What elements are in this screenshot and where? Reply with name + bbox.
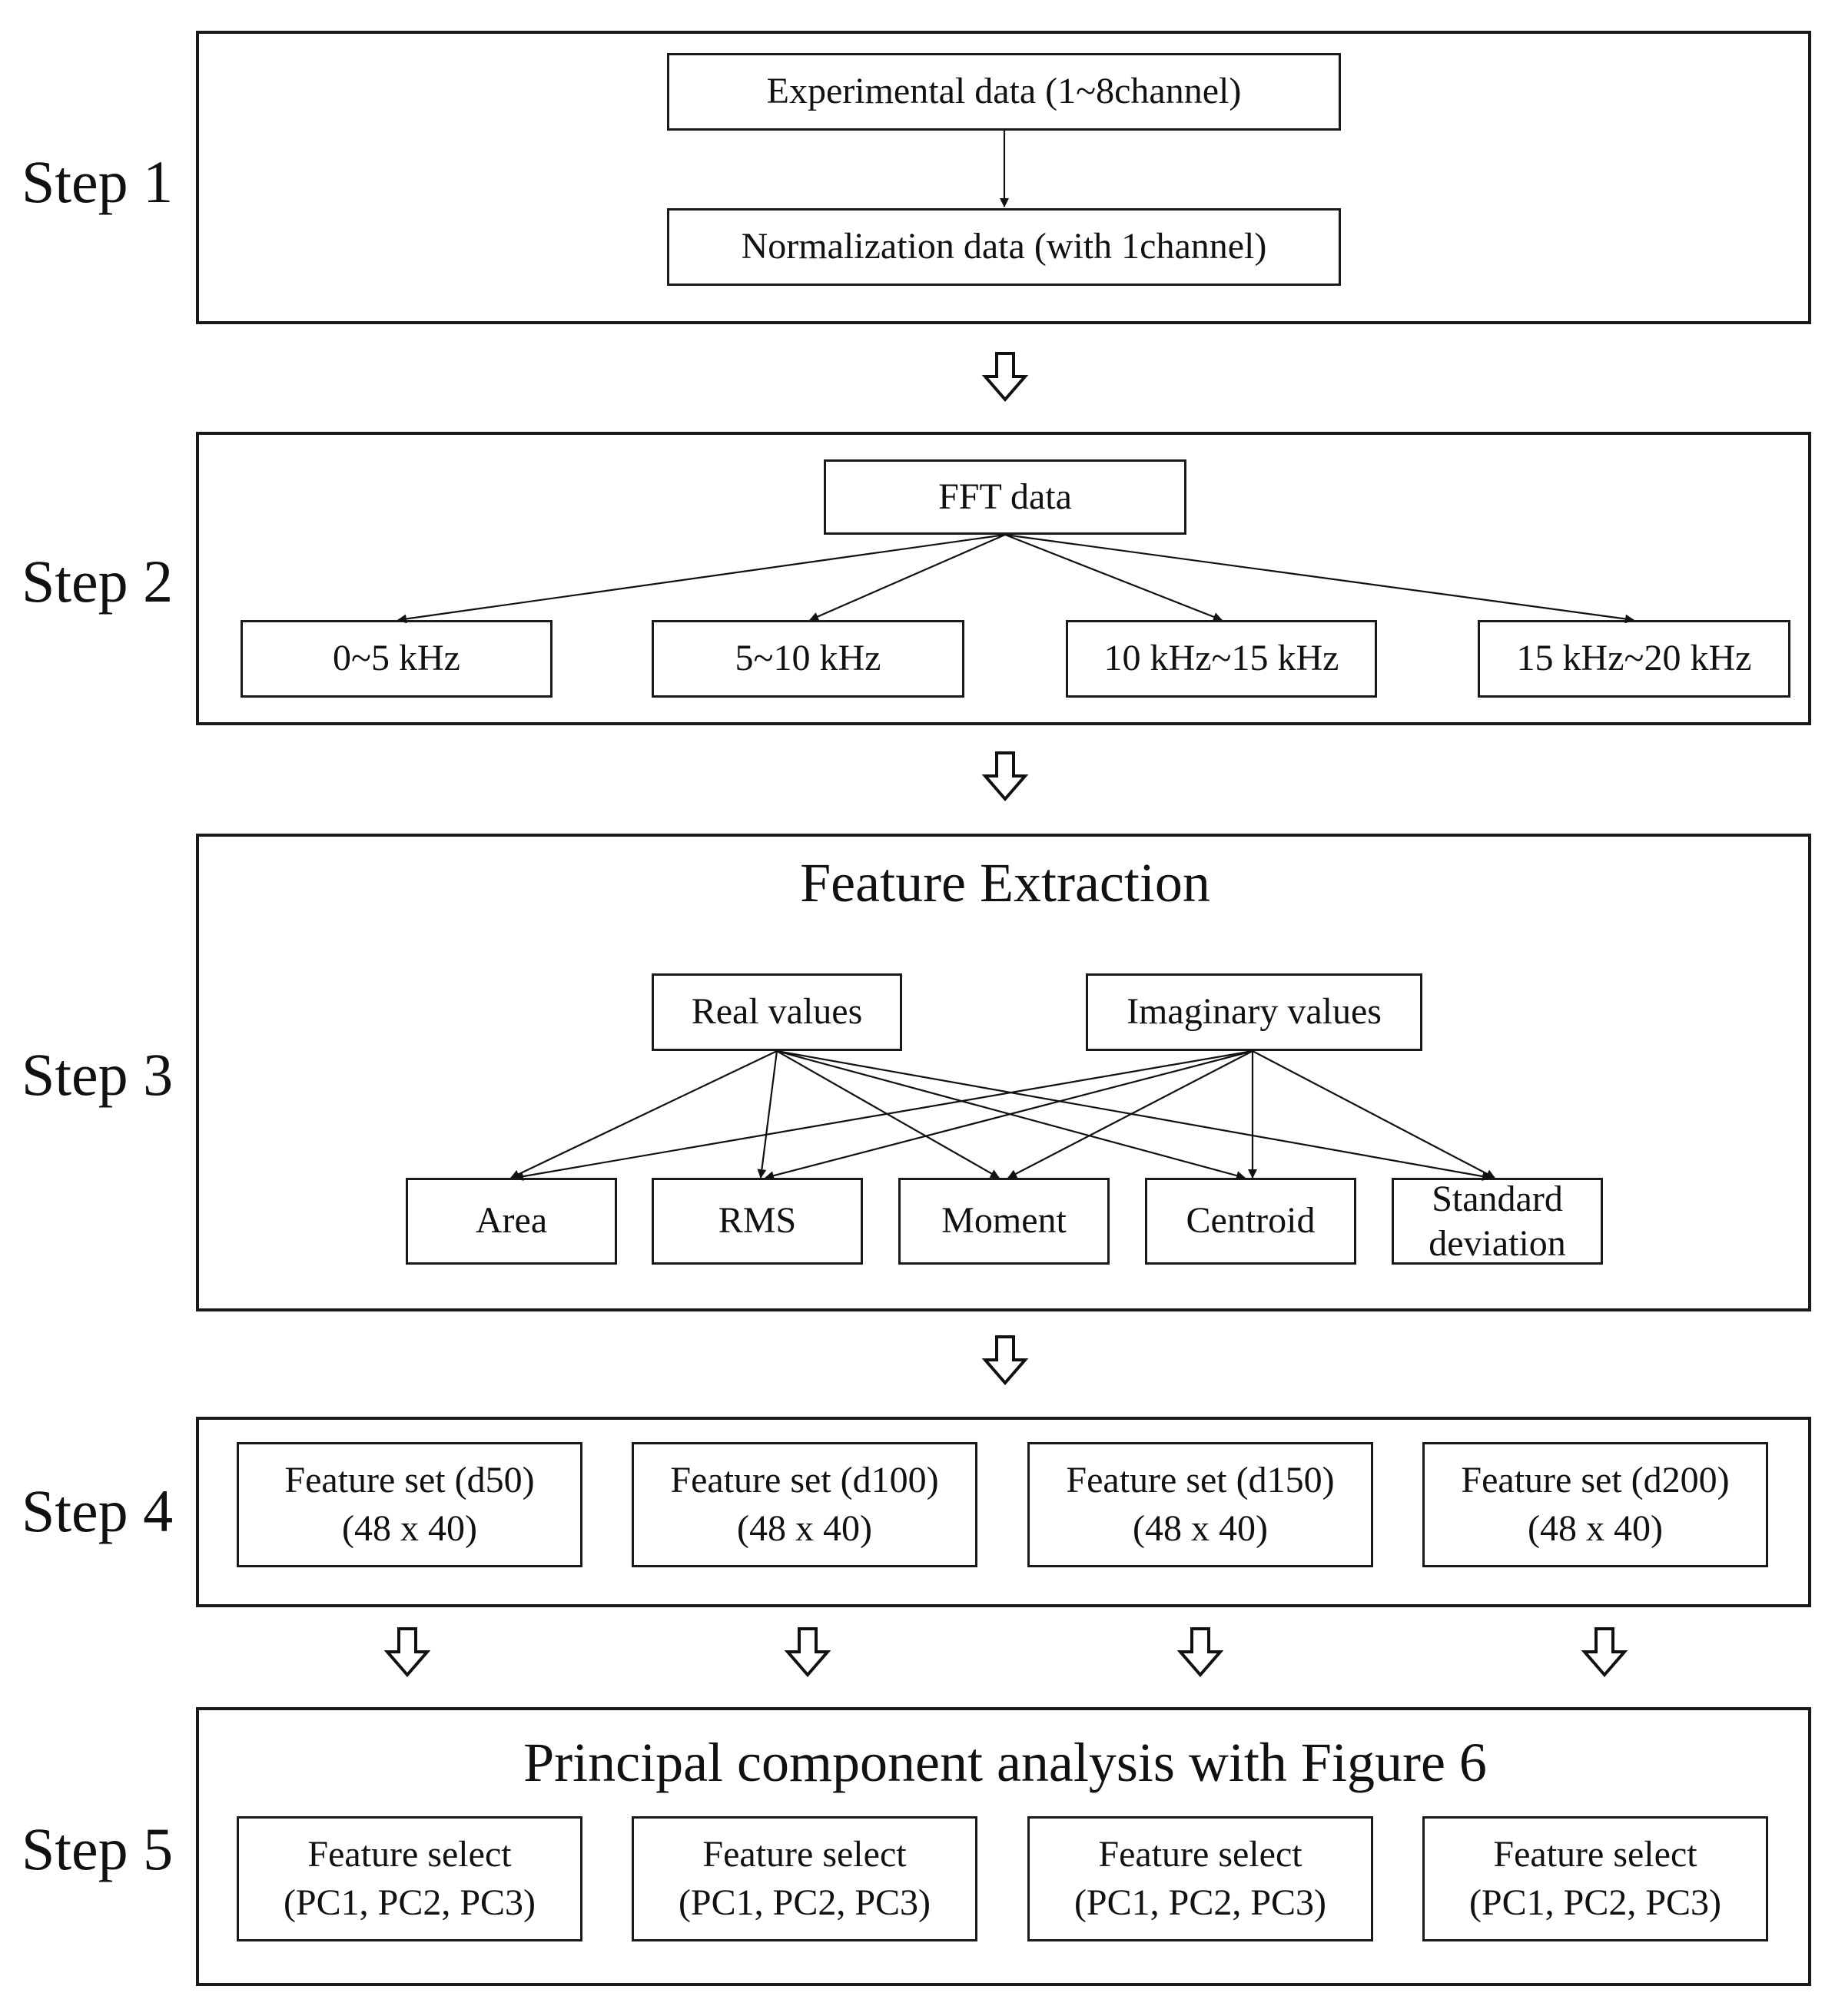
normalization-data-label: Normalization data (with 1channel) (741, 226, 1267, 267)
experimental-data-box: Experimental data (1~8channel) (667, 53, 1341, 131)
feature-select-pcs: (PC1, PC2, PC3) (283, 1882, 536, 1923)
feature-select-pcs: (PC1, PC2, PC3) (678, 1882, 931, 1923)
step-2-label: Step 2 (22, 548, 174, 615)
hollow-down-arrow-icon (1176, 1627, 1224, 1678)
band-box-0-5khz: 0~5 kHz (241, 620, 553, 698)
hollow-down-arrow-icon (784, 1627, 831, 1678)
band-label: 5~10 kHz (735, 638, 881, 679)
feature-select-name: Feature select (307, 1834, 512, 1875)
standard-deviation-box: Standard deviation (1392, 1178, 1603, 1265)
step-4-label: Step 4 (22, 1477, 174, 1544)
feature-set-name: Feature set (d200) (1461, 1460, 1730, 1501)
feature-set-d50-box: Feature set (d50) (48 x 40) (237, 1442, 582, 1567)
rms-box: RMS (652, 1178, 863, 1265)
fft-data-box: FFT data (824, 459, 1186, 535)
band-box-15-20khz: 15 kHz~20 kHz (1478, 620, 1790, 698)
hollow-down-arrow-icon (1581, 1627, 1628, 1678)
hollow-down-arrow-icon (981, 1335, 1029, 1386)
feature-select-box-2: Feature select (PC1, PC2, PC3) (632, 1816, 977, 1941)
hollow-down-arrow-icon (981, 352, 1029, 403)
hollow-down-arrow-icon (383, 1627, 431, 1678)
step-5-label: Step 5 (22, 1815, 174, 1882)
feature-select-name: Feature select (1098, 1834, 1302, 1875)
standard-deviation-line1: Standard (1432, 1178, 1563, 1219)
band-label: 10 kHz~15 kHz (1103, 638, 1339, 679)
feature-set-size: (48 x 40) (1133, 1507, 1268, 1549)
feature-select-box-1: Feature select (PC1, PC2, PC3) (237, 1816, 582, 1941)
feature-set-size: (48 x 40) (737, 1507, 872, 1549)
feature-set-d100-box: Feature set (d100) (48 x 40) (632, 1442, 977, 1567)
feature-extraction-title: Feature Extraction (800, 852, 1210, 914)
experimental-data-label: Experimental data (1~8channel) (766, 71, 1242, 112)
feature-set-d200-box: Feature set (d200) (48 x 40) (1422, 1442, 1768, 1567)
feature-set-name: Feature set (d150) (1066, 1460, 1335, 1501)
imaginary-values-box: Imaginary values (1086, 973, 1422, 1051)
step-1-label: Step 1 (22, 148, 174, 215)
hollow-down-arrow-icon (981, 751, 1029, 802)
feature-select-box-4: Feature select (PC1, PC2, PC3) (1422, 1816, 1768, 1941)
fft-data-label: FFT data (938, 476, 1072, 517)
feature-select-pcs: (PC1, PC2, PC3) (1073, 1882, 1327, 1923)
moment-box: Moment (898, 1178, 1110, 1265)
feature-select-name: Feature select (702, 1834, 907, 1875)
feature-select-name: Feature select (1493, 1834, 1697, 1875)
feature-set-size: (48 x 40) (1528, 1507, 1663, 1549)
feature-set-d150-box: Feature set (d150) (48 x 40) (1027, 1442, 1373, 1567)
band-box-5-10khz: 5~10 kHz (652, 620, 964, 698)
feature-set-name: Feature set (d100) (670, 1460, 939, 1501)
band-label: 0~5 kHz (333, 638, 460, 679)
band-box-10-15khz: 10 kHz~15 kHz (1066, 620, 1377, 698)
band-label: 15 kHz~20 kHz (1516, 638, 1752, 679)
normalization-data-box: Normalization data (with 1channel) (667, 208, 1341, 286)
centroid-label: Centroid (1186, 1200, 1316, 1242)
moment-label: Moment (941, 1200, 1067, 1242)
area-label: Area (475, 1200, 548, 1242)
imaginary-values-label: Imaginary values (1127, 991, 1382, 1033)
feature-select-box-3: Feature select (PC1, PC2, PC3) (1027, 1816, 1373, 1941)
feature-select-pcs: (PC1, PC2, PC3) (1468, 1882, 1722, 1923)
feature-set-name: Feature set (d50) (284, 1460, 535, 1501)
area-box: Area (406, 1178, 617, 1265)
real-values-box: Real values (652, 973, 902, 1051)
pca-title: Principal component analysis with Figure… (523, 1732, 1487, 1793)
centroid-box: Centroid (1145, 1178, 1356, 1265)
step-3-label: Step 3 (22, 1041, 174, 1108)
feature-set-size: (48 x 40) (342, 1507, 477, 1549)
real-values-label: Real values (691, 991, 863, 1033)
standard-deviation-line2: deviation (1429, 1222, 1566, 1264)
rms-label: RMS (718, 1200, 797, 1242)
